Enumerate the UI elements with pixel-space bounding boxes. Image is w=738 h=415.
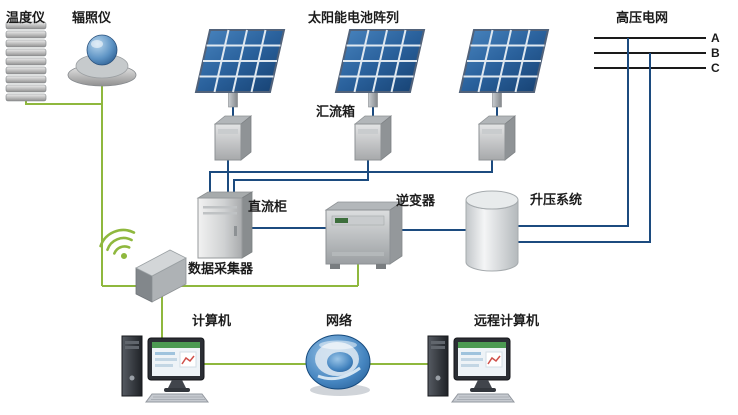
- label-remote-computer: 远程计算机: [474, 313, 540, 328]
- solar-panel-icon: [335, 29, 425, 108]
- remote-computer-icon: [427, 335, 515, 403]
- temperature-meter-icon: [5, 21, 47, 102]
- wifi-icon: [99, 228, 136, 259]
- label-dc-cabinet: 直流柜: [248, 199, 288, 214]
- power-line: [233, 160, 369, 198]
- irradiance-meter-icon: [67, 34, 137, 87]
- label-boost-system: 升压系统: [530, 192, 583, 207]
- boost-cylinder-icon: [465, 190, 519, 272]
- combiner-box-icon: [478, 115, 516, 161]
- dc-cabinet-icon: [196, 191, 254, 259]
- solar-panel-icon: [195, 29, 285, 108]
- computer-icon: [121, 335, 209, 403]
- label-hv-grid: 高压电网: [616, 10, 669, 25]
- power-line: [512, 53, 651, 243]
- label-combiner-box: 汇流箱: [316, 104, 356, 119]
- inverter-icon: [324, 201, 404, 269]
- label-inverter: 逆变器: [396, 193, 436, 208]
- combiner-box-icon: [354, 115, 392, 161]
- label-phase-b: B: [711, 46, 720, 60]
- label-computer: 计算机: [192, 313, 232, 328]
- combiner-box-icon: [214, 115, 252, 161]
- data-collector-icon: [135, 249, 187, 303]
- label-data-collector: 数据采集器: [188, 261, 254, 276]
- label-solar-array: 太阳能电池阵列: [308, 10, 400, 25]
- label-phase-c: C: [711, 61, 720, 75]
- label-phase-a: A: [711, 31, 720, 45]
- network-globe-icon: [305, 334, 371, 396]
- label-irradiance-meter: 辐照仪: [72, 10, 112, 25]
- power-line: [209, 160, 493, 198]
- label-temperature-meter: 温度仪: [6, 10, 46, 25]
- solar-panel-icon: [459, 29, 549, 108]
- label-network: 网络: [326, 313, 353, 328]
- power-line: [512, 38, 629, 227]
